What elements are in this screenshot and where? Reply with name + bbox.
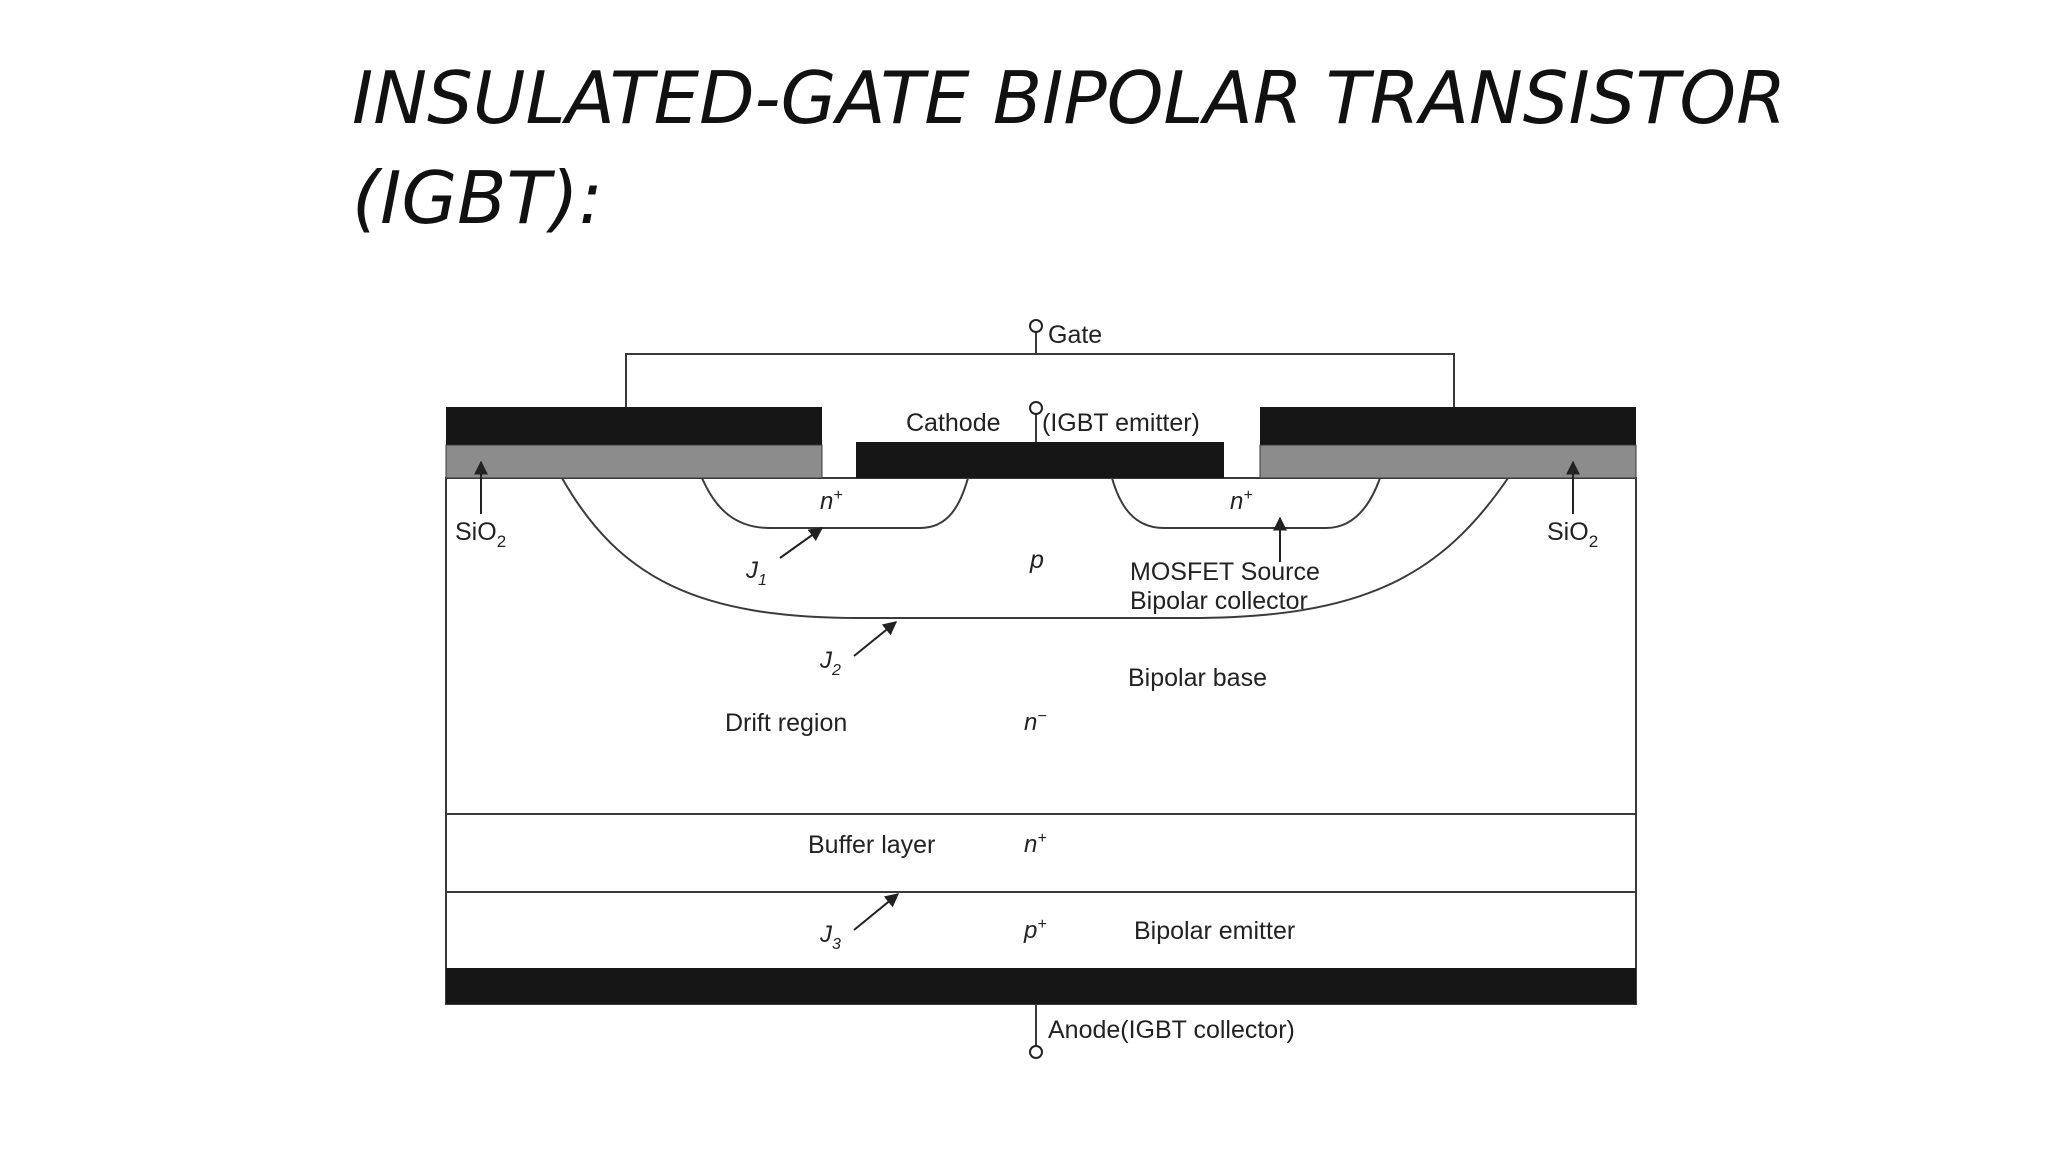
j2-label: J2 [819, 647, 841, 679]
p-well-boundary [561, 477, 1509, 619]
p-region-label: p [1029, 546, 1044, 574]
n-plus-well-right [1111, 477, 1381, 529]
bipolar-collector-label: Bipolar collector [1130, 587, 1308, 615]
igbt-emitter-label: (IGBT emitter) [1042, 409, 1200, 437]
bipolar-base-label: Bipolar base [1128, 664, 1267, 692]
slide-title-line-2: (IGBT): [352, 156, 603, 240]
gate-metal-left [446, 407, 822, 445]
cathode-label: Cathode [906, 409, 1001, 437]
buffer-n-plus-label: n+ [1024, 830, 1047, 858]
mosfet-source-label: MOSFET Source [1130, 558, 1320, 586]
n-plus-well-left [701, 477, 969, 529]
j1-arrow [779, 527, 824, 559]
j3-label: J3 [819, 921, 841, 953]
n-plus-label-left: n+ [820, 487, 843, 515]
slide-title: INSULATED-GATE BIPOLAR TRANSISTOR (IGBT)… [352, 48, 1852, 248]
anode-label: Anode(IGBT collector) [1048, 1016, 1295, 1044]
anode-metal [446, 968, 1636, 1004]
j2-arrow [853, 621, 898, 657]
n-minus-label: n− [1024, 708, 1047, 736]
gate-metal-right [1260, 407, 1636, 445]
anode-terminal [1029, 1045, 1043, 1059]
p-plus-label: p+ [1023, 916, 1047, 944]
slide-title-line-1: INSULATED-GATE BIPOLAR TRANSISTOR [352, 56, 1787, 140]
bipolar-emitter-label: Bipolar emitter [1134, 917, 1295, 945]
j1-label: J1 [745, 557, 767, 589]
sio2-layer-left [445, 444, 823, 479]
n-plus-label-right: n+ [1230, 487, 1253, 515]
j3-arrow [853, 893, 900, 931]
sio2-layer-right [1259, 444, 1637, 479]
cathode-terminal [1029, 401, 1043, 415]
buffer-layer-label: Buffer layer [808, 831, 935, 859]
sio2-label-right: SiO2 [1547, 518, 1598, 551]
gate-wire [625, 353, 1455, 407]
gate-label: Gate [1048, 321, 1102, 349]
drift-region-label: Drift region [725, 709, 847, 737]
gate-terminal [1029, 319, 1043, 333]
sio2-label-left: SiO2 [455, 518, 506, 551]
cathode-metal [856, 442, 1224, 478]
